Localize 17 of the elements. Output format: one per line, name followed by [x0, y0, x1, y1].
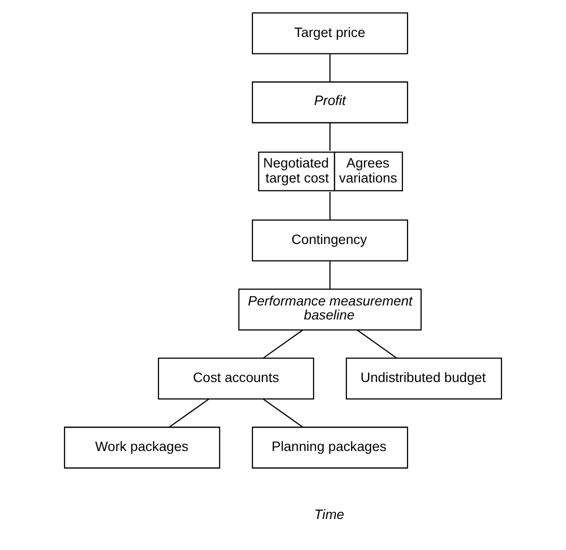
node-box: Contingency: [252, 220, 408, 262]
connector: [329, 122, 331, 151]
node-box: Cost accounts: [158, 358, 314, 400]
connector: [356, 330, 398, 359]
node-box: Target price: [252, 12, 408, 54]
connector: [329, 260, 331, 289]
connector: [329, 192, 331, 220]
connector: [168, 398, 210, 428]
label: Time: [314, 507, 344, 522]
node-box: Profit: [252, 81, 408, 124]
node-box: Undistributed budget: [346, 358, 502, 400]
connector: [329, 54, 331, 82]
node-box: Planning packages: [252, 426, 408, 469]
connector: [262, 330, 304, 359]
connector: [262, 398, 304, 428]
node-box: Work packages: [64, 426, 220, 469]
node-box: Performance measurement baseline: [238, 288, 422, 330]
